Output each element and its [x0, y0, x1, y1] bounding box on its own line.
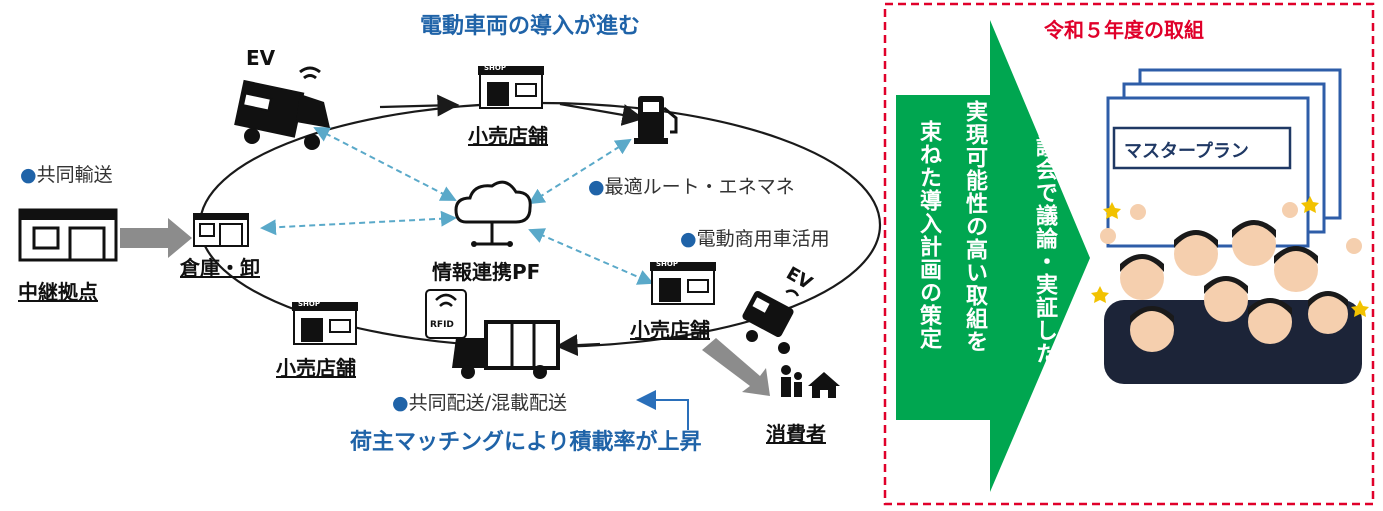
shop-sign-top: SHOP	[484, 64, 506, 72]
node-consumer: 消費者	[766, 422, 826, 446]
node-retail-right: 小売店舗	[630, 318, 710, 342]
shop-sign-bottom: SHOP	[298, 300, 320, 308]
bullet-route-label: 最適ルート・エネマネ	[604, 176, 795, 198]
master-plan-label: マスタープラン	[1124, 141, 1249, 162]
shop-icon-right	[650, 262, 716, 305]
bullet-mark: ●	[392, 392, 409, 414]
cloud-platform-icon	[454, 180, 532, 247]
bullet-mark: ●	[588, 176, 605, 198]
bullet-joint-transport-label: 共同輸送	[36, 164, 113, 186]
consumer-family-icon	[781, 365, 840, 398]
node-relay-base: 中継拠点	[18, 280, 98, 304]
ev-label-truck: EV	[246, 46, 276, 70]
bullet-mark: ●	[20, 164, 37, 186]
fy5-heading: 令和５年度の取組	[1044, 18, 1204, 42]
cycle-arrow-top	[379, 94, 460, 117]
bullet-joint-delivery-label: 共同配送/混載配送	[408, 392, 567, 414]
shop-sign-right: SHOP	[656, 260, 678, 268]
relay-building-icon	[18, 208, 118, 262]
link-ev-truck	[313, 127, 457, 201]
node-retail-bottom: 小売店舗	[276, 356, 356, 380]
cycle-arrow-bottom	[555, 334, 601, 357]
node-warehouse: 倉庫・卸	[180, 256, 260, 280]
rfid-label: RFID	[430, 320, 454, 330]
delivery-truck-icon	[452, 320, 560, 379]
arrow-text-col1: 協議会で議論・実証した	[1032, 112, 1057, 365]
arrow-text-col2: 実現可能性の高い取組を	[962, 100, 987, 353]
cheering-team-illustration	[1091, 196, 1369, 384]
node-retail-top: 小売店舗	[468, 124, 548, 148]
small-ev-icon	[742, 289, 800, 354]
green-plan-arrow	[896, 20, 1090, 492]
node-info-platform: 情報連携PF	[432, 260, 541, 284]
fuel-pump-icon	[634, 96, 678, 144]
bullet-mark: ●	[680, 228, 697, 250]
cycle-arrow-right	[559, 102, 645, 126]
bullet-joint-delivery: ●共同配送/混載配送	[392, 388, 567, 415]
link-retail-right	[528, 228, 654, 285]
rfid-tag-icon	[425, 289, 467, 339]
shop-icon-bottom	[292, 302, 358, 345]
retail-to-consumer-arrow	[702, 338, 770, 396]
load-factor-title: 荷主マッチングにより積載率が上昇	[350, 430, 702, 455]
bullet-ev-use-label: 電動商用車活用	[696, 228, 830, 250]
bullet-joint-transport: ●共同輸送	[20, 160, 113, 187]
ev-adoption-title: 電動車両の導入が進む	[420, 14, 641, 39]
shop-icon-top	[478, 66, 544, 109]
matching-callout-arrow	[636, 390, 689, 430]
ev-truck-icon	[234, 66, 330, 150]
bullet-route: ●最適ルート・エネマネ	[588, 172, 795, 199]
relay-to-warehouse-arrow	[120, 218, 192, 258]
arrow-text-col3: 束ねた導入計画の策定	[916, 120, 941, 350]
link-warehouse	[260, 210, 457, 236]
warehouse-building-icon	[193, 213, 249, 247]
bullet-ev-use: ●電動商用車活用	[680, 224, 830, 251]
